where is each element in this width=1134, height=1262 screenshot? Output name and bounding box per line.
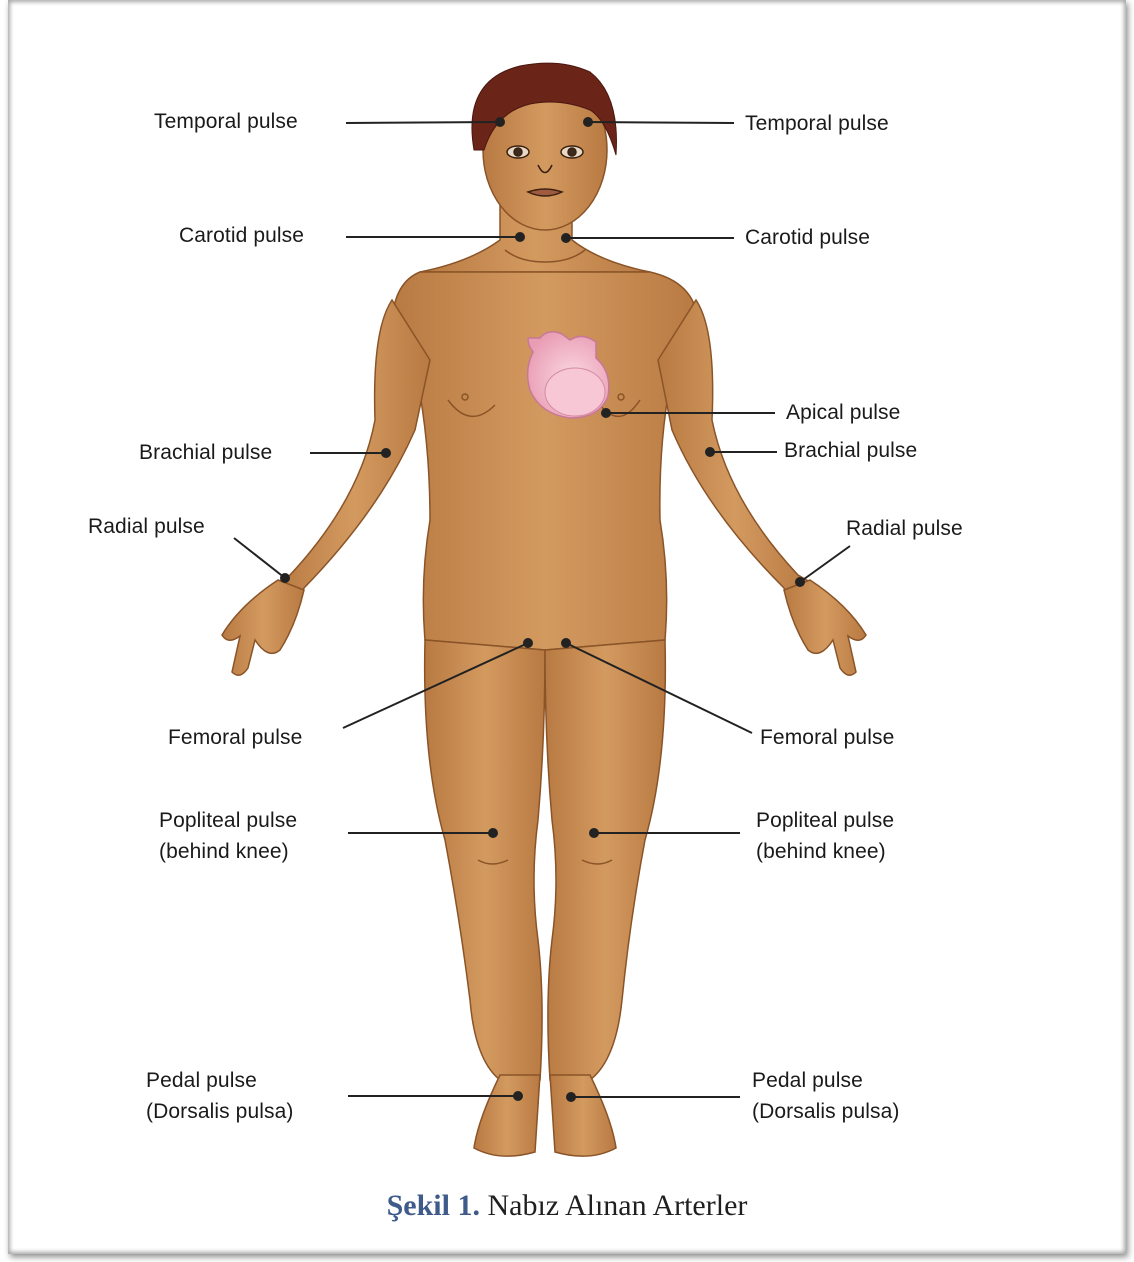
label-pedal-left-line1: Pedal pulse — [146, 1065, 293, 1096]
label-popliteal-right-line1: Popliteal pulse — [756, 805, 894, 836]
label-popliteal-right-line2: (behind knee) — [756, 836, 894, 867]
label-carotid-right: Carotid pulse — [745, 222, 870, 253]
caption-number: Şekil 1. — [387, 1189, 480, 1222]
label-femoral-right: Femoral pulse — [760, 722, 894, 753]
label-pedal-right: Pedal pulse (Dorsalis pulsa) — [752, 1065, 899, 1127]
label-femoral-left: Femoral pulse — [168, 722, 302, 753]
label-brachial-left: Brachial pulse — [139, 437, 272, 468]
label-pedal-right-line2: (Dorsalis pulsa) — [752, 1096, 899, 1127]
label-pedal-left-line2: (Dorsalis pulsa) — [146, 1096, 293, 1127]
label-radial-left: Radial pulse — [88, 511, 205, 542]
label-popliteal-right: Popliteal pulse (behind knee) — [756, 805, 894, 867]
label-temporal-left: Temporal pulse — [154, 106, 298, 137]
label-pedal-right-line1: Pedal pulse — [752, 1065, 899, 1096]
label-carotid-left: Carotid pulse — [179, 220, 304, 251]
label-pedal-left: Pedal pulse (Dorsalis pulsa) — [146, 1065, 293, 1127]
label-radial-right: Radial pulse — [846, 513, 963, 544]
caption-text: Nabız Alınan Arterler — [487, 1189, 747, 1222]
figure-caption: Şekil 1. Nabız Alınan Arterler — [0, 1189, 1134, 1223]
label-popliteal-left: Popliteal pulse (behind knee) — [159, 805, 297, 867]
label-brachial-right: Brachial pulse — [784, 435, 917, 466]
label-apical: Apical pulse — [786, 397, 900, 428]
label-popliteal-left-line1: Popliteal pulse — [159, 805, 297, 836]
label-popliteal-left-line2: (behind knee) — [159, 836, 297, 867]
heart-illustration — [528, 332, 609, 418]
label-temporal-right: Temporal pulse — [745, 108, 889, 139]
